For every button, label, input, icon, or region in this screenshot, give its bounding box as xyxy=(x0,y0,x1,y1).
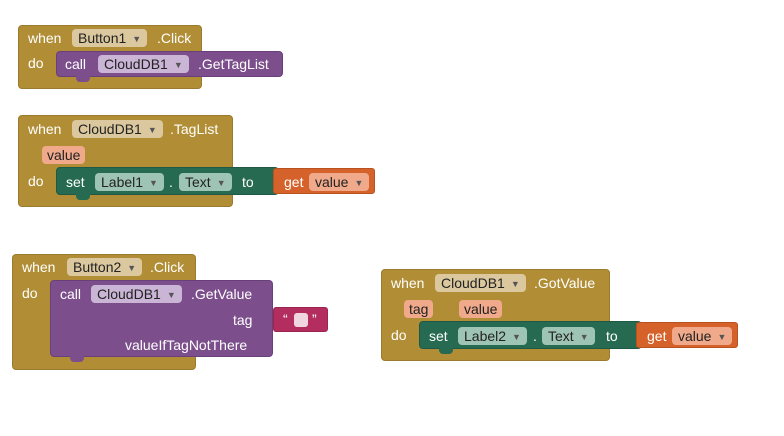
triangle-down-icon: ▼ xyxy=(579,332,589,342)
parameter-value[interactable]: value xyxy=(42,146,86,164)
property-dropdown[interactable]: Text ▼ xyxy=(179,173,232,191)
method-name: .GetTagList xyxy=(198,56,269,72)
event-block-clouddb1-taglist[interactable]: when CloudDB1 ▼ .TagList value do set Lab… xyxy=(18,115,378,209)
triangle-down-icon: ▼ xyxy=(147,125,157,135)
when-keyword: when xyxy=(391,275,425,291)
do-keyword: do xyxy=(391,327,407,343)
quote-close: ” xyxy=(312,311,317,327)
get-keyword: get xyxy=(284,174,304,190)
when-keyword: when xyxy=(28,30,62,46)
triangle-down-icon: ▼ xyxy=(132,34,142,44)
event-block-clouddb1-gotvalue[interactable]: when CloudDB1 ▼ .GotValue tag value do se… xyxy=(381,269,741,363)
to-keyword: to xyxy=(606,328,618,344)
call-block-gettaglist[interactable]: call CloudDB1 ▼ .GetTagList xyxy=(56,51,283,77)
component-dropdown[interactable]: CloudDB1 ▼ xyxy=(72,120,163,138)
component-dropdown[interactable]: CloudDB1 ▼ xyxy=(98,55,189,73)
block-notch xyxy=(439,348,453,354)
variable-name: value xyxy=(678,328,712,344)
dot-separator: . xyxy=(533,328,537,344)
event-block-button1-click[interactable]: when Button1 ▼ .Click do call CloudDB1 ▼ .… xyxy=(18,25,284,91)
variable-dropdown[interactable]: value ▼ xyxy=(309,173,370,191)
triangle-down-icon: ▼ xyxy=(166,290,176,300)
parameter-tag[interactable]: tag xyxy=(404,300,434,318)
component-dropdown[interactable]: CloudDB1 ▼ xyxy=(435,274,526,292)
method-name: .GetValue xyxy=(191,286,253,302)
triangle-down-icon: ▼ xyxy=(127,263,137,273)
do-keyword: do xyxy=(28,55,44,71)
arg-label-tag: tag xyxy=(233,312,253,328)
component-name: CloudDB1 xyxy=(97,286,161,302)
triangle-down-icon: ▼ xyxy=(354,178,364,188)
triangle-down-icon: ▼ xyxy=(173,60,183,70)
get-block-value[interactable]: get value ▼ xyxy=(273,168,375,194)
property-name: Text xyxy=(185,174,211,190)
component-name: Label1 xyxy=(101,174,144,190)
component-dropdown[interactable]: Label1 ▼ xyxy=(95,173,164,191)
triangle-down-icon: ▼ xyxy=(149,178,158,188)
when-keyword: when xyxy=(22,259,56,275)
do-keyword: do xyxy=(22,285,38,301)
component-name: CloudDB1 xyxy=(104,56,168,72)
text-input-empty[interactable] xyxy=(294,313,308,327)
component-name: Button1 xyxy=(78,30,127,46)
event-name: .Click xyxy=(157,30,192,46)
do-keyword: do xyxy=(28,173,44,189)
call-keyword: call xyxy=(60,286,82,302)
property-name: Text xyxy=(548,328,574,344)
set-block-label1-text[interactable]: set Label1 ▼ . Text ▼ to xyxy=(56,167,279,195)
parameter-value[interactable]: value xyxy=(459,300,503,318)
call-block-getvalue[interactable]: call CloudDB1 ▼ .GetValue tag valueIfTagN… xyxy=(50,280,273,357)
triangle-down-icon: ▼ xyxy=(510,279,520,289)
to-keyword: to xyxy=(242,174,254,190)
set-keyword: set xyxy=(66,174,85,190)
block-notch xyxy=(70,356,84,362)
component-name: CloudDB1 xyxy=(78,121,142,137)
triangle-down-icon: ▼ xyxy=(216,178,226,188)
block-notch xyxy=(76,76,90,82)
get-block-value[interactable]: get value ▼ xyxy=(636,322,738,348)
event-name: .GotValue xyxy=(534,275,596,291)
component-dropdown[interactable]: CloudDB1 ▼ xyxy=(91,285,182,303)
when-keyword: when xyxy=(28,121,62,137)
variable-name: value xyxy=(315,174,349,190)
dot-separator: . xyxy=(169,174,173,190)
call-keyword: call xyxy=(65,56,87,72)
triangle-down-icon: ▼ xyxy=(717,332,727,342)
event-name: .Click xyxy=(150,259,185,275)
property-dropdown[interactable]: Text ▼ xyxy=(542,327,595,345)
component-dropdown[interactable]: Button2 ▼ xyxy=(67,258,143,276)
quote-open: “ xyxy=(283,311,288,327)
component-name: CloudDB1 xyxy=(441,275,505,291)
component-name: Button2 xyxy=(73,259,122,275)
text-block-empty-string[interactable]: “ ” xyxy=(273,307,328,332)
event-block-button2-click[interactable]: when Button2 ▼ .Click do call CloudDB1 ▼ .… xyxy=(12,254,332,372)
event-name: .TagList xyxy=(170,121,219,137)
get-keyword: get xyxy=(647,328,667,344)
arg-label-valueiftagnotthere: valueIfTagNotThere xyxy=(125,337,248,353)
set-block-label2-text[interactable]: set Label2 ▼ . Text ▼ to xyxy=(419,321,642,349)
component-dropdown[interactable]: Button1 ▼ xyxy=(72,29,148,47)
block-notch xyxy=(76,194,90,200)
set-keyword: set xyxy=(429,328,448,344)
triangle-down-icon: ▼ xyxy=(512,332,521,342)
component-dropdown[interactable]: Label2 ▼ xyxy=(458,327,527,345)
variable-dropdown[interactable]: value ▼ xyxy=(672,327,733,345)
component-name: Label2 xyxy=(464,328,507,344)
